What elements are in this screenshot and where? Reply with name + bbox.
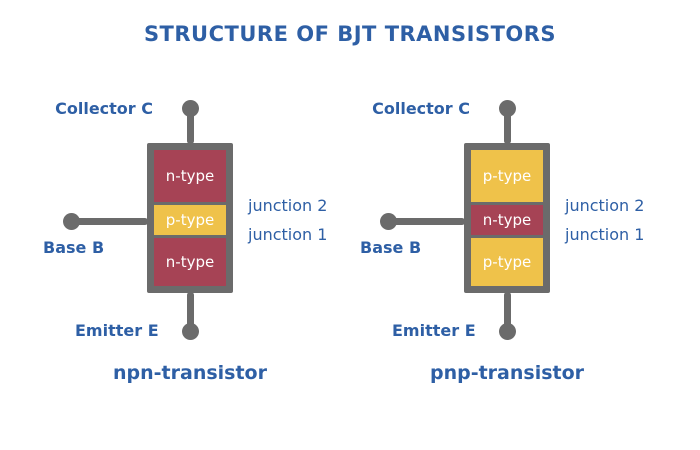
- layer-p-type: p-type: [154, 205, 226, 235]
- layer-n-type: n-type: [154, 150, 226, 202]
- junction-2-label: junction 2: [248, 196, 328, 215]
- junction-1-label: junction 1: [248, 225, 328, 244]
- junction-2-label: junction 2: [565, 196, 645, 215]
- emitter-terminal-dot: [182, 323, 199, 340]
- emitter-label: Emitter E: [75, 321, 159, 340]
- base-lead: [388, 218, 465, 225]
- base-lead: [71, 218, 148, 225]
- base-label: Base B: [360, 238, 422, 257]
- layer-p-type: p-type: [471, 238, 543, 286]
- emitter-lead: [187, 292, 194, 332]
- layer-n-type: n-type: [471, 205, 543, 235]
- emitter-terminal-dot: [499, 323, 516, 340]
- transistor-name: pnp-transistor: [429, 362, 585, 384]
- collector-lead: [187, 108, 194, 144]
- junction-1-label: junction 1: [565, 225, 645, 244]
- emitter-lead: [504, 292, 511, 332]
- base-label: Base B: [43, 238, 105, 257]
- layer-p-type: p-type: [471, 150, 543, 202]
- pnp-transistor-group: Collector C p-type n-type p-type junctio…: [317, 0, 677, 450]
- npn-transistor-group: Collector C n-type p-type n-type junctio…: [43, 99, 328, 384]
- collector-lead: [504, 108, 511, 144]
- collector-label: Collector C: [55, 99, 153, 118]
- page-title: STRUCTURE OF BJT TRANSISTORS: [143, 22, 557, 46]
- collector-label: Collector C: [372, 99, 470, 118]
- layer-n-type: n-type: [154, 238, 226, 286]
- emitter-label: Emitter E: [392, 321, 476, 340]
- transistor-name: npn-transistor: [113, 362, 267, 384]
